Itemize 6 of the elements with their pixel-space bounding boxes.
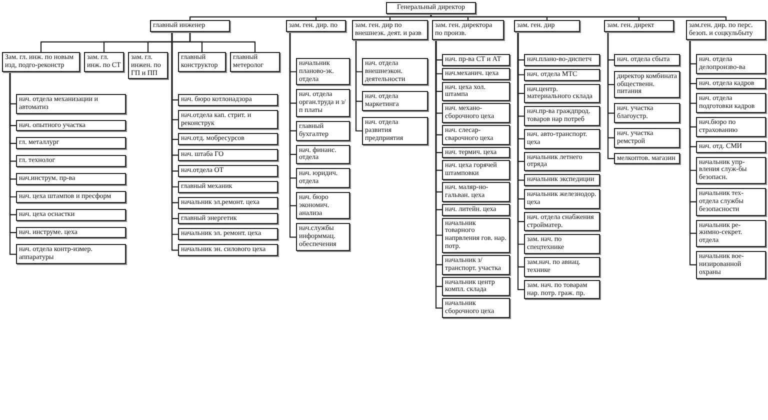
connector-line: [289, 32, 296, 238]
connector-line: [607, 32, 614, 160]
connector-line: [355, 40, 362, 132]
connector-line: [430, 14, 727, 20]
connector-line: [189, 32, 256, 52]
connector-line: [389, 14, 432, 20]
